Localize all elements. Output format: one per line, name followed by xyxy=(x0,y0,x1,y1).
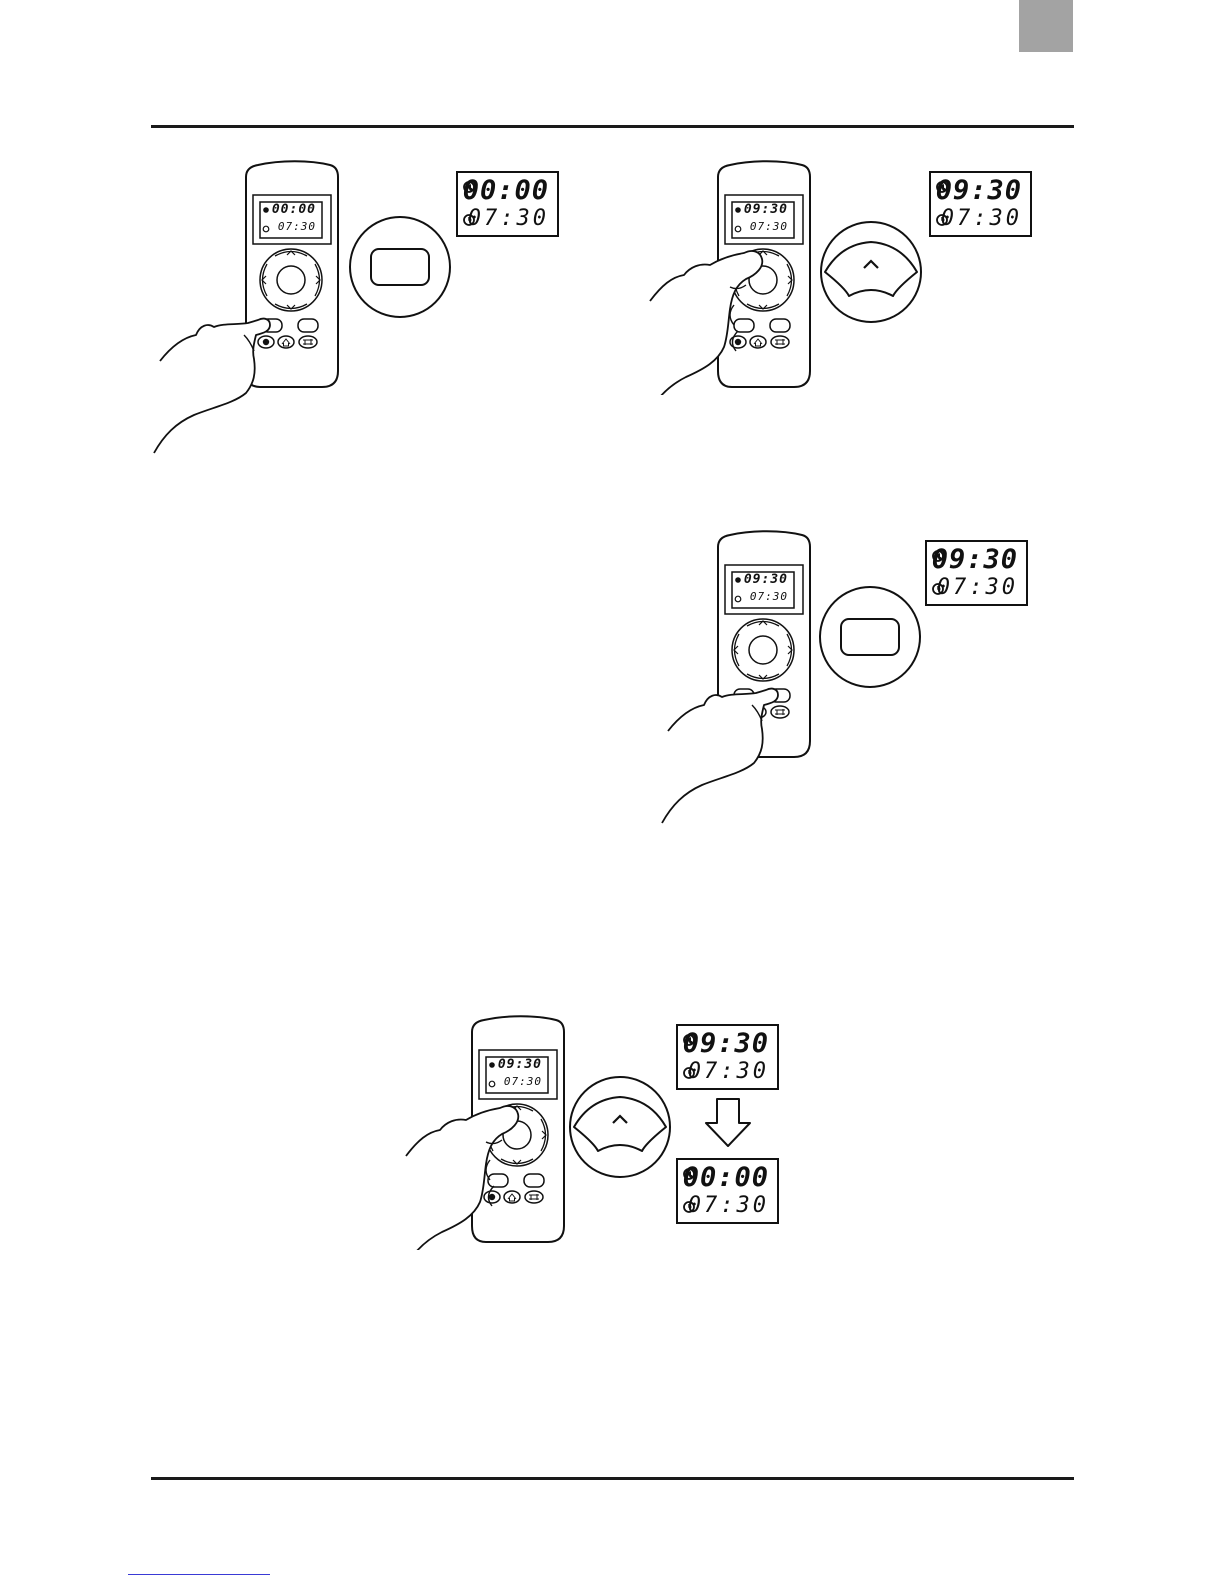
lcd-clock-time: 07:30 xyxy=(468,206,549,231)
lcd-clock-time: 07:30 xyxy=(941,206,1022,231)
zoom-button-detail xyxy=(820,587,920,687)
lcd-schedule-time: 00:00 xyxy=(683,1162,769,1193)
down-arrow-icon xyxy=(704,1097,752,1149)
remote-screen-schedule: 09:30 xyxy=(498,1057,542,1072)
footer-rule xyxy=(151,1477,1074,1480)
remote-screen-schedule: 00:00 xyxy=(272,202,316,217)
remote-screen-schedule: 09:30 xyxy=(744,202,788,217)
lcd-display-step-3: 09:30 07:30 xyxy=(925,540,1028,606)
remote-screen-clock: 07:30 xyxy=(750,590,788,603)
remote-screen-clock: 07:30 xyxy=(278,220,316,233)
remote-control xyxy=(645,155,945,395)
lcd-schedule-time: 00:00 xyxy=(463,175,549,206)
zoom-up-arrow-detail xyxy=(570,1077,670,1177)
lcd-clock-time: 07:30 xyxy=(937,575,1018,600)
step-4-illustration: 09:30 07:30 xyxy=(400,1010,680,1250)
zoom-up-arrow-detail xyxy=(821,222,921,322)
lcd-display-step-2: 09:30 07:30 xyxy=(929,171,1032,237)
lcd-schedule-time: 09:30 xyxy=(932,544,1018,575)
lcd-schedule-time: 09:30 xyxy=(683,1028,769,1059)
zoom-button-detail xyxy=(350,217,450,317)
remote-screen-clock: 07:30 xyxy=(504,1075,542,1088)
lcd-clock-time: 07:30 xyxy=(688,1059,769,1084)
remote-control xyxy=(660,525,950,825)
lcd-display-step-4-after: 00:00 07:30 xyxy=(676,1158,779,1224)
lcd-clock-time: 07:30 xyxy=(688,1193,769,1218)
remote-screen-clock: 07:30 xyxy=(750,220,788,233)
page-tab-marker xyxy=(1019,0,1073,52)
remote-screen-schedule: 09:30 xyxy=(744,572,788,587)
lcd-display-step-4-before: 09:30 07:30 xyxy=(676,1024,779,1090)
step-3-illustration: 09:30 07:30 xyxy=(660,525,950,825)
lcd-display-step-1: 00:00 07:30 xyxy=(456,171,559,237)
header-rule xyxy=(151,125,1074,128)
footer-link-underline[interactable] xyxy=(128,1574,270,1575)
step-2-illustration: 09:30 07:30 xyxy=(645,155,945,395)
lcd-schedule-time: 09:30 xyxy=(936,175,1022,206)
remote-control xyxy=(400,1010,680,1250)
